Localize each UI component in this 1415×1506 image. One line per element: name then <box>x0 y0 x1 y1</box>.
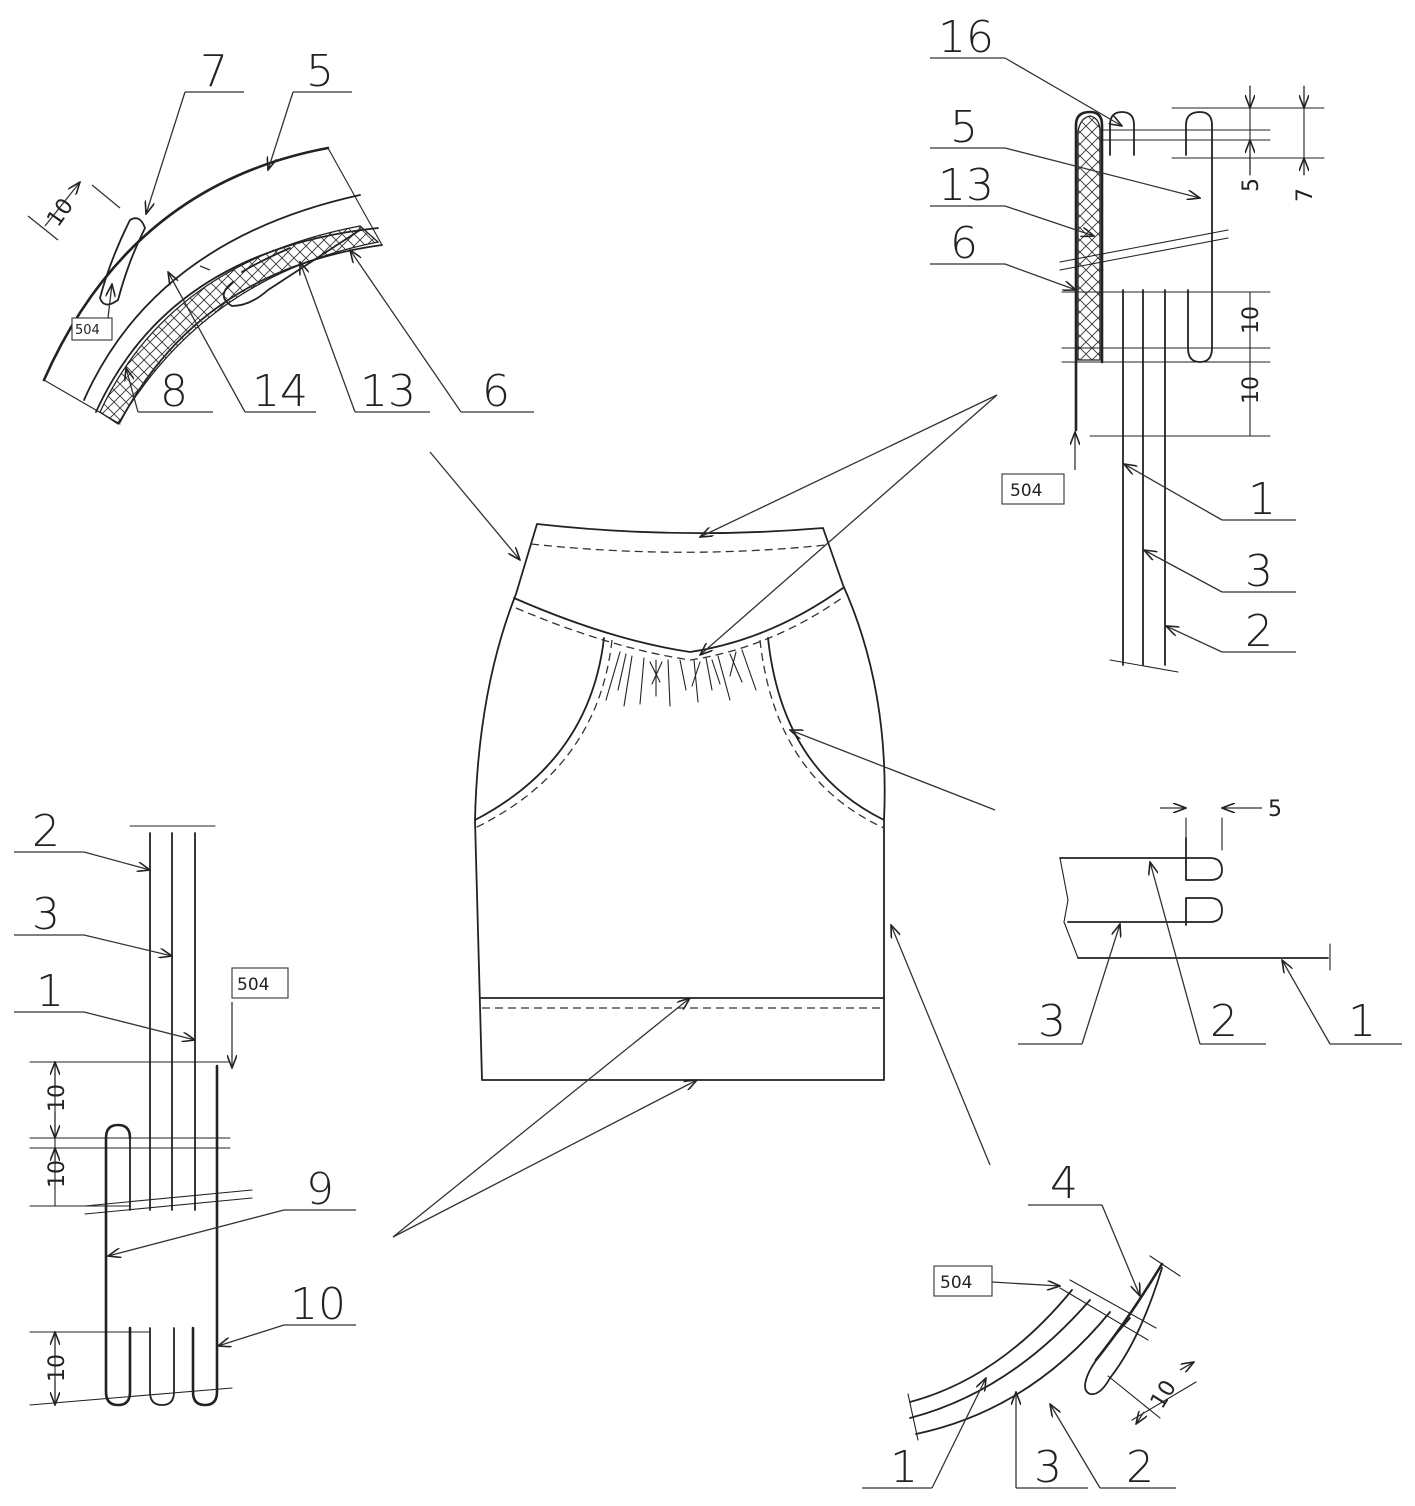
callout-13: 13 <box>360 366 416 417</box>
callout-13: 13 <box>938 160 994 211</box>
dim-10-b: 10 <box>45 1160 70 1188</box>
waistband-section-callouts: 16 5 13 6 1 3 2 5 7 10 10 504 <box>930 12 1318 657</box>
callout-7: 7 <box>200 46 228 97</box>
callout-8: 8 <box>160 366 188 417</box>
waistband-stitch-line <box>530 543 827 553</box>
callout-2: 2 <box>1126 1442 1154 1493</box>
yoke-stitch-line <box>515 597 843 661</box>
callout-1: 1 <box>1348 996 1376 1047</box>
skirt-outline <box>474 523 886 1081</box>
dim-7: 7 <box>1293 188 1318 202</box>
callout-5: 5 <box>306 46 334 97</box>
dim-10: 10 <box>1146 1376 1182 1413</box>
callout-2: 2 <box>1245 606 1273 657</box>
callout-3: 3 <box>1038 996 1066 1047</box>
stitch-504: 504 <box>237 975 269 995</box>
dim-10: 10 <box>42 194 79 231</box>
side-seam-callouts: 4 1 3 2 10 504 <box>862 1158 1182 1493</box>
left-pocket-stitch <box>474 639 613 829</box>
pointer-lines <box>392 394 998 1238</box>
stitch-box-504 <box>933 1265 993 1297</box>
callout-14: 14 <box>252 366 308 417</box>
pocket-edge-callouts: 3 2 1 5 <box>1038 797 1376 1047</box>
callout-4: 4 <box>1050 1158 1078 1209</box>
waistband-curve-detail <box>27 146 383 425</box>
dim-10-a: 10 <box>45 1084 70 1112</box>
stitch-box-504 <box>71 317 113 341</box>
dim-5: 5 <box>1239 178 1264 192</box>
stitch-box-504 <box>231 967 289 999</box>
right-pocket-stitch <box>759 639 885 829</box>
callout-3: 3 <box>1034 1442 1062 1493</box>
pocket-edge-detail <box>1018 808 1402 1045</box>
stitch-504: 504 <box>1010 481 1042 501</box>
side-seam-detail <box>907 1255 1197 1441</box>
callout-2: 2 <box>32 806 60 857</box>
callout-1: 1 <box>890 1442 918 1493</box>
callout-1: 1 <box>36 966 64 1017</box>
yoke-seam <box>513 587 844 653</box>
stitch-504: 504 <box>940 1273 972 1293</box>
callout-5: 5 <box>950 102 978 153</box>
gathers <box>605 649 757 707</box>
right-pocket-edge <box>767 637 885 821</box>
dim-10-upper: 10 <box>1239 306 1264 334</box>
stitch-504: 504 <box>75 323 100 338</box>
left-pocket-edge <box>474 637 605 821</box>
waistband-section-detail <box>1059 85 1325 673</box>
callout-9: 9 <box>306 1164 334 1215</box>
callout-10: 10 <box>290 1279 346 1330</box>
hem-band-detail <box>29 825 253 1407</box>
stitch-box-504 <box>1001 473 1065 505</box>
callout-16: 16 <box>938 12 994 63</box>
dim-5: 5 <box>1268 797 1282 822</box>
callout-1: 1 <box>1248 474 1276 525</box>
dim-10-lower: 10 <box>1239 376 1264 404</box>
callout-3: 3 <box>32 889 60 940</box>
callout-2: 2 <box>1210 996 1238 1047</box>
hem-band-callouts: 2 3 1 9 10 10 10 10 504 <box>14 806 356 1382</box>
dim-10-c: 10 <box>45 1354 70 1382</box>
callout-3: 3 <box>1245 546 1273 597</box>
skirt-sketch <box>474 523 886 1081</box>
callout-6: 6 <box>950 218 978 269</box>
callout-6: 6 <box>482 366 510 417</box>
waistband-curve-callouts: 7 5 8 14 13 6 10 504 <box>42 46 534 417</box>
